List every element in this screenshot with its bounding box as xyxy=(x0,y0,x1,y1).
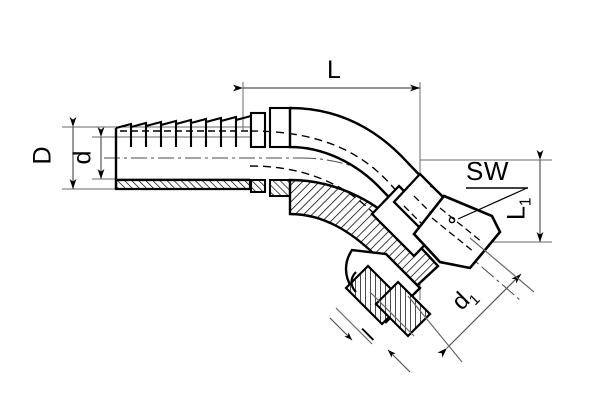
dim-line-l xyxy=(329,317,353,341)
dim-line-d1 xyxy=(437,273,522,358)
dimension-label-L: L xyxy=(327,56,341,84)
dimension-label-L1-text: L xyxy=(502,206,531,221)
dimension-label-D: D xyxy=(28,146,57,165)
dimension-label-L1-subscript: 1 xyxy=(517,197,535,207)
dimension-lines xyxy=(69,84,544,373)
dimension-label-d: d xyxy=(68,150,97,165)
collar-rings xyxy=(249,106,292,198)
hex-nut xyxy=(412,194,502,270)
dim-line-l-2 xyxy=(387,349,411,373)
dimension-label-SW: SW xyxy=(466,156,509,186)
sw-leader xyxy=(457,187,528,220)
seat-flange xyxy=(344,248,432,338)
dimension-label-L1: L1 xyxy=(502,197,535,221)
